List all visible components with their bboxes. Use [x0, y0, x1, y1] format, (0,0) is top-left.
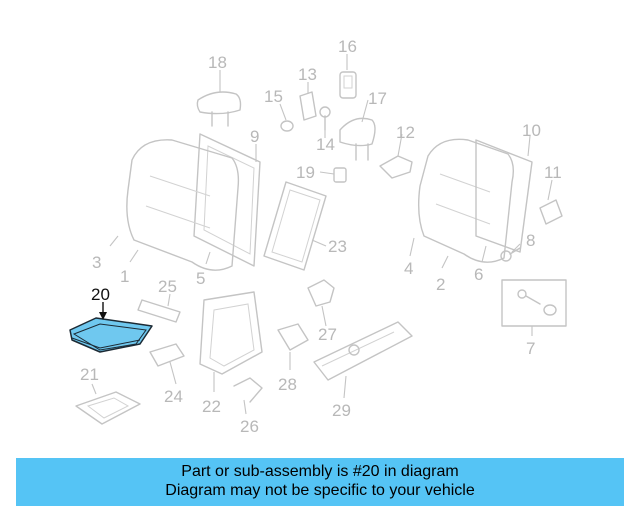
callout-10: 10 — [522, 121, 541, 140]
part-12 — [379, 155, 413, 179]
callout-19: 19 — [296, 163, 315, 182]
part-25-strip — [137, 299, 181, 323]
part-17-headrest — [339, 117, 376, 161]
callout-13: 13 — [298, 65, 317, 84]
part-15 — [280, 120, 294, 132]
part-18-headrest — [196, 91, 242, 127]
callout-8: 8 — [526, 231, 535, 250]
callout-26: 26 — [240, 417, 259, 436]
part-27-bracket — [307, 279, 335, 307]
callout-25: 25 — [158, 277, 177, 296]
part-7-kit — [501, 279, 567, 327]
callout-14: 14 — [316, 135, 335, 154]
callout-1: 1 — [120, 267, 129, 286]
part-4-seat-back — [417, 138, 515, 263]
callout-20-arrow — [99, 302, 107, 320]
part-21-base — [75, 391, 141, 425]
callout-5: 5 — [196, 269, 205, 288]
callout-11: 11 — [544, 163, 562, 182]
part-11 — [539, 199, 563, 225]
part-23-panel — [263, 181, 327, 271]
callout-23: 23 — [328, 237, 347, 256]
callout-2: 2 — [436, 275, 445, 294]
part-14 — [319, 106, 331, 131]
callout-17: 17 — [368, 89, 387, 108]
part-13 — [299, 91, 317, 121]
part-29-armrest — [313, 321, 413, 381]
callout-16: 16 — [338, 37, 357, 56]
part-26 — [233, 377, 263, 403]
callout-15: 15 — [264, 87, 283, 106]
part-28-bracket — [277, 323, 309, 351]
callout-24: 24 — [164, 387, 183, 406]
callout-7: 7 — [526, 339, 535, 358]
callout-29: 29 — [332, 401, 351, 420]
part-20-highlighted — [69, 317, 153, 353]
part-19 — [333, 167, 347, 183]
callout-labels: 1 2 3 4 5 6 7 8 9 10 11 12 13 14 15 16 1… — [80, 37, 562, 436]
callout-4: 4 — [404, 259, 413, 278]
part-22-frame — [199, 291, 263, 375]
callout-28: 28 — [278, 375, 297, 394]
callout-6: 6 — [474, 265, 483, 284]
part-8 — [500, 247, 521, 262]
callout-9: 9 — [250, 127, 259, 146]
callout-22: 22 — [202, 397, 221, 416]
callout-21: 21 — [80, 365, 99, 384]
part-10-frame — [475, 139, 533, 253]
banner-line-1: Part or sub-assembly is #20 in diagram — [181, 463, 459, 480]
callout-18: 18 — [208, 53, 227, 72]
banner-line-2: Diagram may not be specific to your vehi… — [165, 482, 475, 499]
info-banner: Part or sub-assembly is #20 in diagram D… — [16, 458, 624, 506]
callout-20: 20 — [91, 285, 110, 304]
callout-12: 12 — [396, 123, 415, 142]
callout-3: 3 — [92, 253, 101, 272]
part-24-cover — [149, 343, 185, 367]
leader-lines — [91, 54, 553, 415]
part-1-seat-back — [126, 139, 240, 271]
part-9-frame — [193, 133, 261, 267]
part-16 — [339, 71, 357, 99]
callout-27: 27 — [318, 325, 337, 344]
